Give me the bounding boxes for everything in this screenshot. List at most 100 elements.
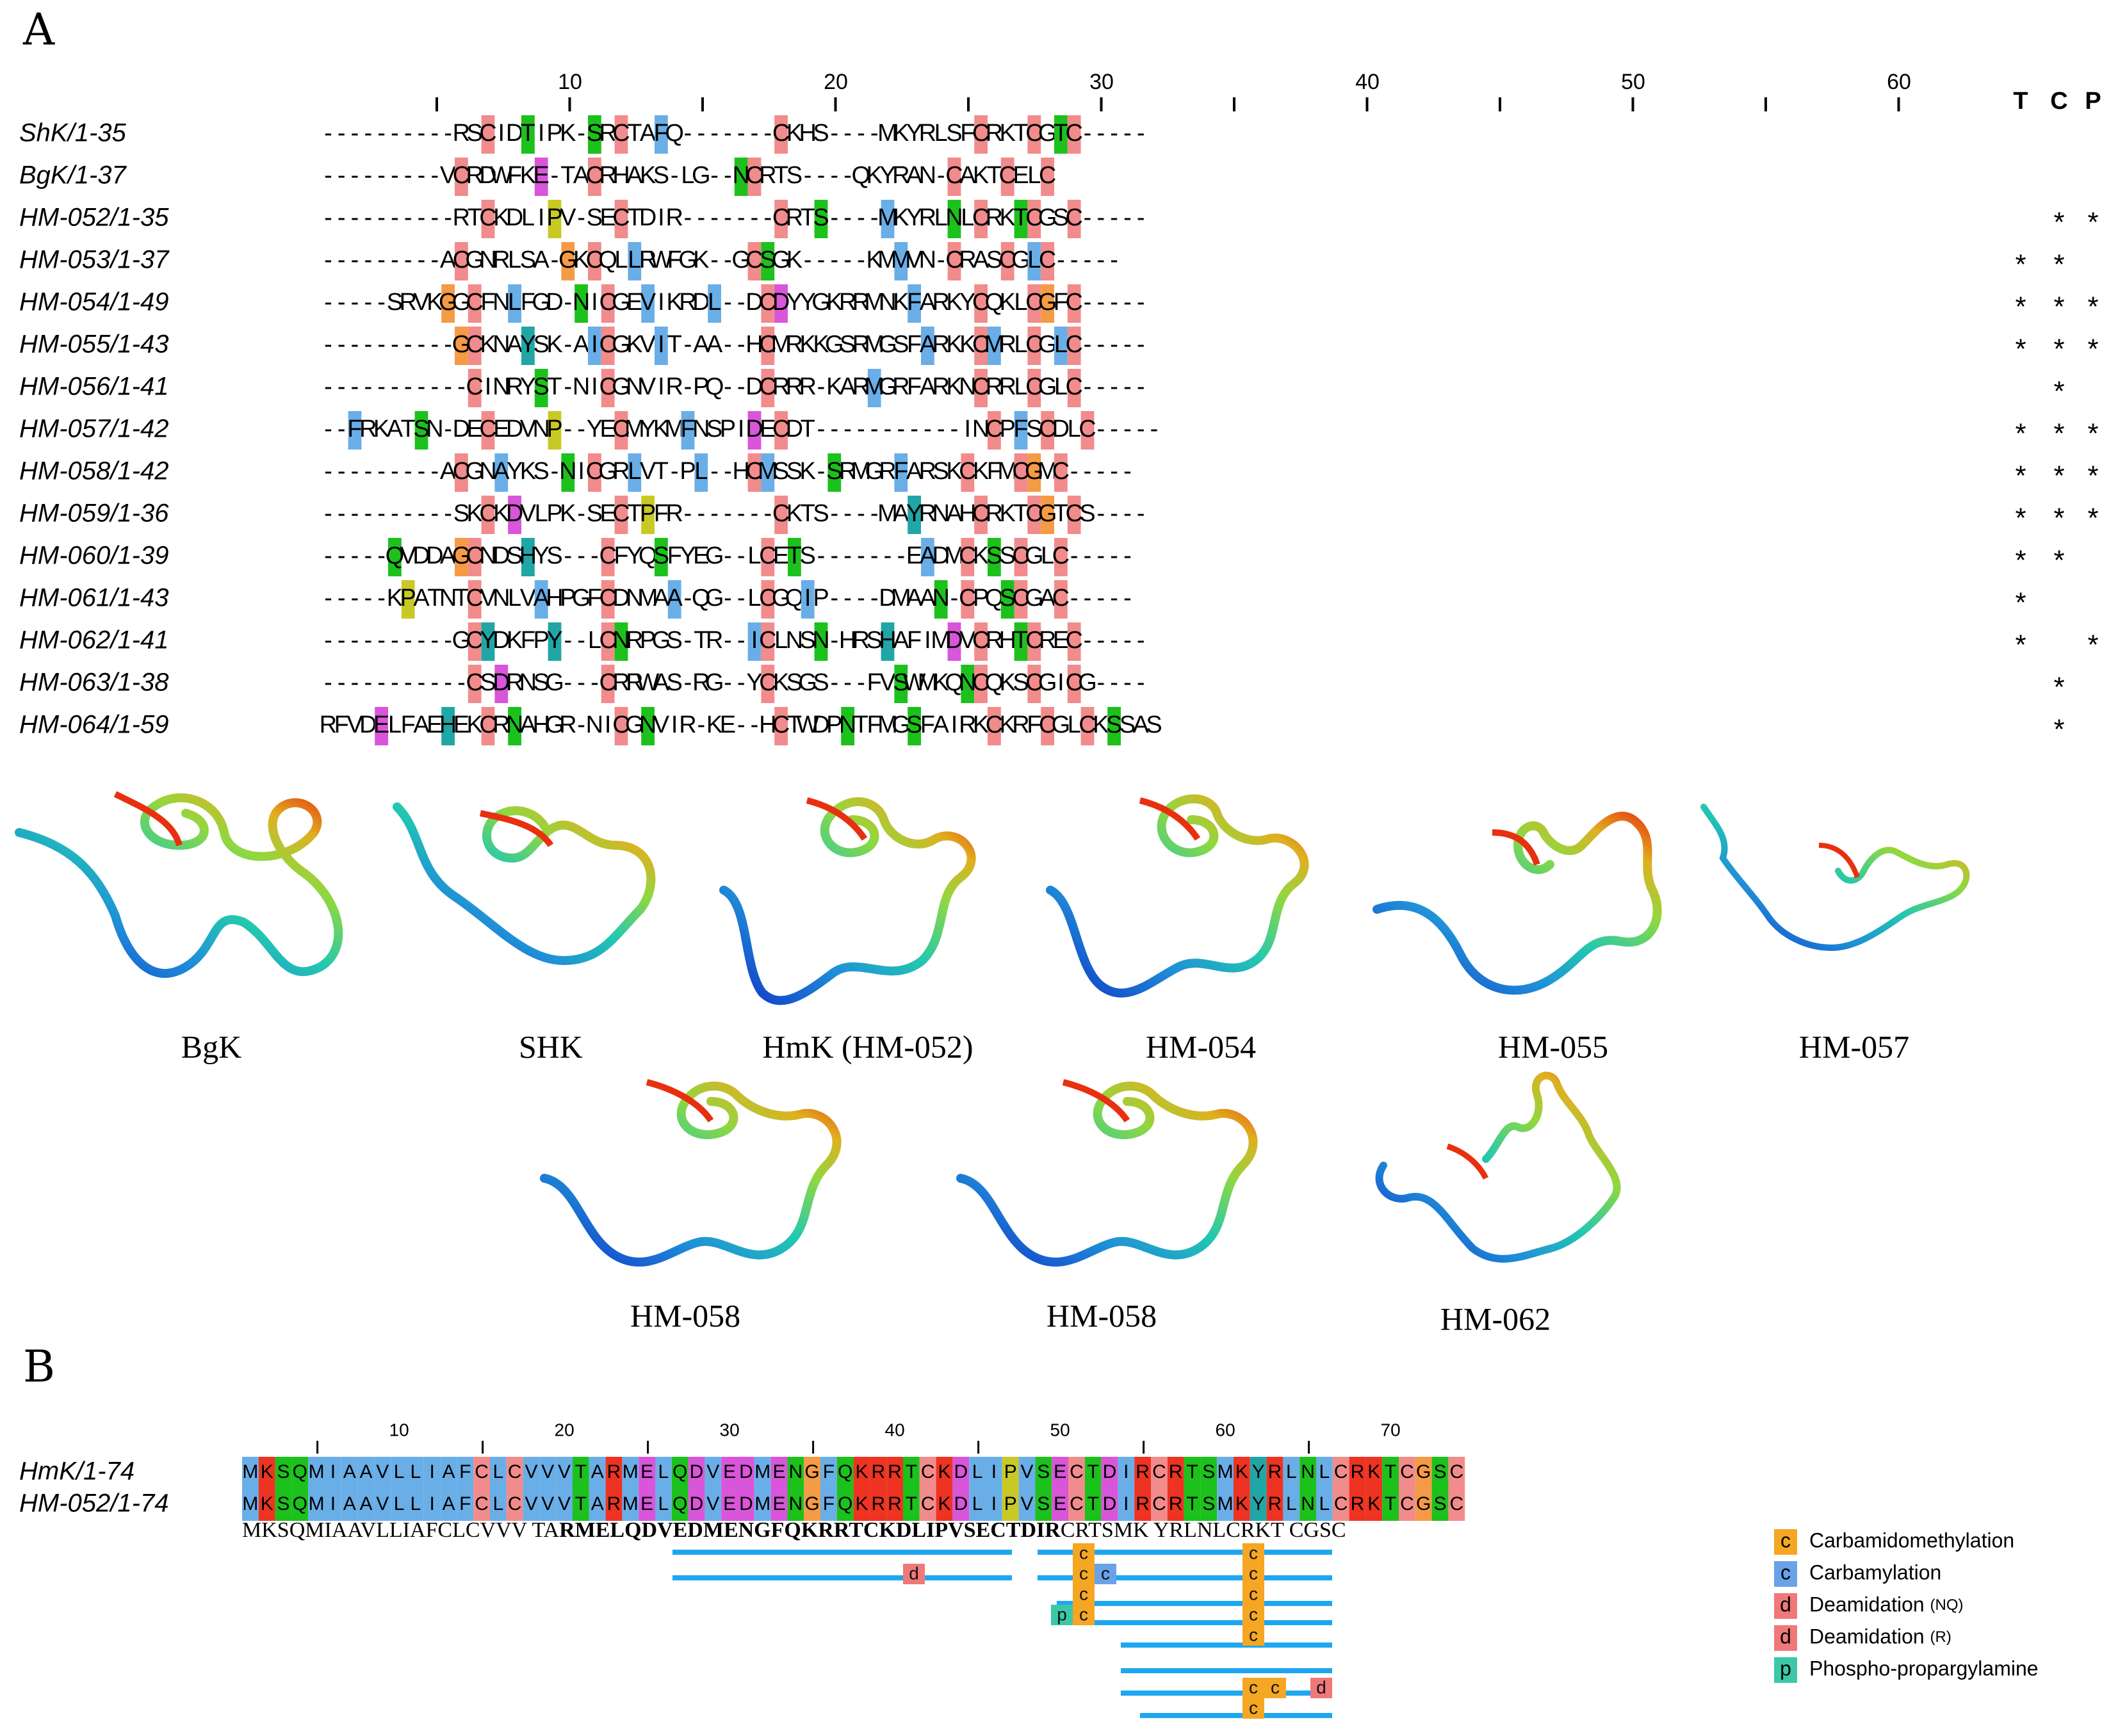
residue-highlight: [1041, 284, 1054, 323]
residue: C: [772, 204, 790, 231]
residue: -: [404, 458, 412, 485]
residue: S: [507, 542, 523, 569]
residue: Q: [672, 1493, 687, 1514]
residue: C: [759, 669, 776, 696]
residue-highlight: [774, 707, 788, 745]
residue-highlight: [588, 158, 601, 196]
residue: C: [986, 416, 1003, 442]
residue: R: [932, 331, 949, 358]
residue: V: [706, 1461, 719, 1482]
residue: R: [665, 204, 683, 231]
residue: Q: [386, 542, 405, 569]
residue: V: [560, 204, 576, 231]
residue: R: [799, 373, 816, 400]
residue: -: [1096, 416, 1105, 442]
residue-highlight: [761, 284, 775, 323]
residue: V: [959, 627, 976, 654]
residue: E: [600, 416, 616, 442]
residue: K: [813, 331, 829, 358]
mod-box-c: c: [1264, 1677, 1286, 1698]
tcp-star: *: [2053, 376, 2064, 407]
residue: R: [986, 204, 1003, 231]
residue: C: [1065, 669, 1082, 696]
residue: -: [1123, 627, 1132, 654]
caption-bgk: BgK: [181, 1028, 241, 1064]
svg-text:c: c: [1249, 1698, 1258, 1717]
residue: P: [546, 416, 562, 442]
residue: -: [763, 500, 772, 527]
residue: S: [387, 289, 403, 316]
residue: F: [987, 458, 1002, 485]
residue: R: [959, 247, 976, 273]
residue: K: [938, 1461, 950, 1482]
residue: -: [377, 669, 386, 696]
residue: I: [498, 120, 505, 147]
mod-box-d: d: [1310, 1677, 1332, 1698]
residue: I: [605, 711, 612, 738]
residue: Y: [906, 120, 922, 147]
residue: -: [830, 120, 838, 147]
residue-highlight: [441, 284, 455, 323]
svg-text:c: c: [1249, 1625, 1258, 1644]
residue-highlight: [481, 115, 495, 154]
residue: A: [1039, 585, 1056, 612]
residue-highlight: [761, 327, 775, 365]
svg-text:c: c: [1101, 1563, 1110, 1583]
residue-highlight: [1054, 580, 1068, 619]
residue: E: [640, 1493, 653, 1514]
legend-symbol: d: [1780, 1593, 1791, 1616]
residue: -: [364, 289, 372, 316]
residue: -: [804, 247, 812, 273]
svg-text:c: c: [1249, 1584, 1258, 1603]
residue: -: [950, 416, 959, 442]
residue-highlight: [601, 665, 615, 703]
residue: P: [1000, 416, 1016, 442]
residue: K: [786, 120, 802, 147]
residue: -: [1084, 247, 1092, 273]
residue: -: [418, 627, 426, 654]
residue: N: [479, 247, 496, 273]
residue: E: [626, 289, 642, 316]
residue: -: [324, 542, 332, 569]
residue: A: [442, 1461, 455, 1482]
residue: A: [343, 1461, 356, 1482]
residue: S: [534, 458, 550, 485]
residue-highlight: [1054, 538, 1068, 576]
residue: C: [1012, 585, 1029, 612]
ruler-label: 20: [555, 1420, 574, 1440]
residue: S: [786, 162, 802, 189]
residue: -: [737, 542, 745, 569]
residue: -: [338, 289, 346, 316]
residue-highlight: [1067, 200, 1081, 238]
residue: E: [600, 204, 616, 231]
residue: -: [1110, 416, 1118, 442]
residue: -: [830, 500, 838, 527]
residue: R: [1351, 1461, 1365, 1482]
residue: G: [1038, 289, 1057, 316]
residue: L: [1286, 1461, 1297, 1482]
residue: T: [1186, 1461, 1198, 1482]
residue: L: [394, 1461, 405, 1482]
ruler-tick: [1233, 97, 1235, 111]
svg-text:c: c: [1249, 1604, 1258, 1624]
peptide-bar: [1140, 1713, 1332, 1718]
residue: -: [324, 204, 332, 231]
residue: T: [560, 162, 575, 189]
residue: -: [843, 669, 852, 696]
residue-highlight: [494, 665, 509, 703]
residue: G: [612, 331, 631, 358]
residue: K: [946, 373, 962, 400]
residue: R: [466, 162, 483, 189]
residue: N: [879, 289, 896, 316]
residue: S: [1079, 500, 1095, 527]
residue: -: [1110, 585, 1118, 612]
residue: I: [924, 627, 931, 654]
residue: -: [364, 247, 372, 273]
residue: V: [525, 1493, 537, 1514]
residue: -: [843, 120, 852, 147]
residue-highlight: [614, 707, 628, 745]
residue: -: [338, 247, 346, 273]
residue: -: [1096, 204, 1105, 231]
residue: A: [440, 458, 457, 485]
